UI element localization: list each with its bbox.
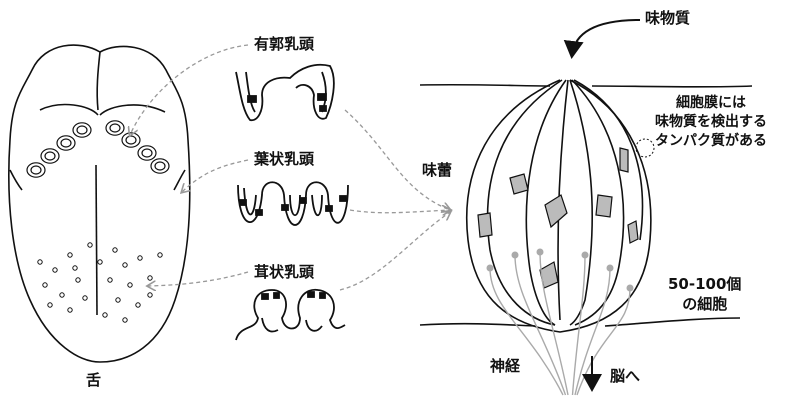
papilla-dot — [127, 282, 133, 288]
papilla-dot — [112, 247, 118, 253]
papilla-dot — [67, 252, 73, 258]
papilla-circle — [154, 161, 166, 171]
fungiform-dots — [37, 242, 163, 323]
circumvallate-section — [235, 63, 335, 122]
circumvallate-papillae — [26, 120, 170, 178]
papilla-circle — [150, 158, 170, 174]
tongue-illustration — [8, 44, 191, 363]
papilla-dot — [115, 297, 121, 303]
papilla-dot — [42, 282, 48, 288]
fungiform-section — [235, 288, 346, 341]
papilla-circle — [60, 138, 72, 148]
papilla-dot — [135, 302, 141, 308]
label-nerve: 神経 — [490, 357, 521, 375]
papilla-circle — [56, 135, 76, 151]
papilla-circle — [40, 148, 60, 164]
papilla-dot — [75, 277, 81, 283]
papilla-circle — [105, 120, 125, 136]
papilla-dot — [59, 292, 65, 298]
nerve-fiber — [489, 267, 564, 396]
papilla-dot — [47, 302, 53, 308]
papilla-circle — [109, 123, 121, 133]
substance-arrow — [563, 19, 641, 59]
papilla-circle — [72, 122, 92, 138]
papilla-circle — [30, 165, 42, 175]
nerve-fiber — [539, 251, 569, 396]
label-taste-substance: 味物質 — [645, 9, 691, 27]
receptor-note-line: タンパク質がある — [655, 133, 767, 149]
cell-nuclei — [477, 147, 639, 289]
receptor-note-line: 味物質を検出する — [655, 114, 767, 130]
nerve-fibers — [486, 248, 634, 396]
papilla-dot — [137, 255, 143, 261]
papilla-dot — [147, 292, 153, 298]
receptor-note: 細胞膜には 味物質を検出する タンパク質がある — [655, 94, 767, 151]
nerve-ending — [606, 264, 614, 272]
label-fungiform: 茸状乳頭 — [254, 263, 315, 281]
label-cell-count: 50-100個 の細胞 — [668, 274, 741, 314]
nerve-ending — [581, 251, 589, 259]
dashed-pointers — [130, 44, 655, 290]
nerve-ending — [536, 248, 544, 256]
label-to-brain: 脳へ — [610, 367, 641, 385]
papilla-dot — [122, 317, 128, 323]
label-foliate: 葉状乳頭 — [254, 150, 315, 168]
papilla-circle — [44, 151, 56, 161]
papilla-circle — [26, 162, 46, 178]
receptor-note-line: 細胞膜には — [676, 95, 746, 111]
papilla-circle — [121, 132, 141, 148]
label-circumvallate: 有郭乳頭 — [254, 35, 315, 53]
papilla-dot — [37, 259, 43, 265]
papilla-dot — [157, 252, 163, 258]
papilla-dot — [52, 267, 58, 273]
papilla-dot — [122, 262, 128, 268]
papilla-dot — [147, 275, 153, 281]
papilla-circle — [137, 145, 157, 161]
nerve-fiber — [571, 254, 586, 396]
label-taste-bud: 味蕾 — [422, 161, 453, 179]
foliate-section — [237, 181, 349, 226]
papilla-dot — [67, 307, 73, 313]
papilla-dot — [72, 265, 78, 271]
nerve-ending — [626, 284, 634, 292]
papilla-circle — [125, 135, 137, 145]
papilla-dot — [82, 295, 88, 301]
papilla-dot — [102, 312, 108, 318]
nerve-ending — [511, 251, 519, 259]
nerve-ending — [486, 264, 494, 272]
papilla-dot — [107, 277, 113, 283]
cell-count-line: 50-100個 — [668, 275, 742, 293]
cell-count-line: の細胞 — [682, 295, 728, 313]
nerve-fiber — [574, 267, 611, 396]
nerve-fiber — [514, 254, 567, 396]
papilla-dot — [97, 259, 103, 265]
papilla-circle — [141, 148, 153, 158]
label-tongue: 舌 — [86, 371, 102, 389]
papilla-dot — [87, 242, 93, 248]
papilla-circle — [76, 125, 88, 135]
